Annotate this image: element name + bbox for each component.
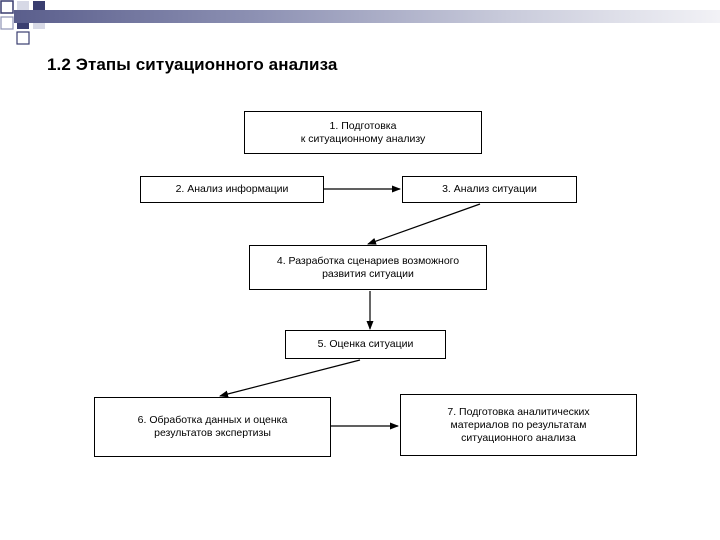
stage-1-box: 1. Подготовка к ситуационному анализу: [244, 111, 482, 154]
stage-6-box: 6. Обработка данных и оценка результатов…: [94, 397, 331, 457]
stage-7-box: 7. Подготовка аналитических материалов п…: [400, 394, 637, 456]
arrow-5-to-6: [219, 359, 361, 398]
stage-3-box: 3. Анализ ситуации: [402, 176, 577, 203]
stage-2-box: 2. Анализ информации: [140, 176, 324, 203]
arrow-3-to-4: [367, 203, 481, 245]
slide-title: 1.2 Этапы ситуационного анализа: [47, 55, 338, 74]
stage-5-box: 5. Оценка ситуации: [285, 330, 446, 359]
decorative-gradient-bar: [14, 10, 720, 23]
stage-4-box: 4. Разработка сценариев возможного разви…: [249, 245, 487, 290]
